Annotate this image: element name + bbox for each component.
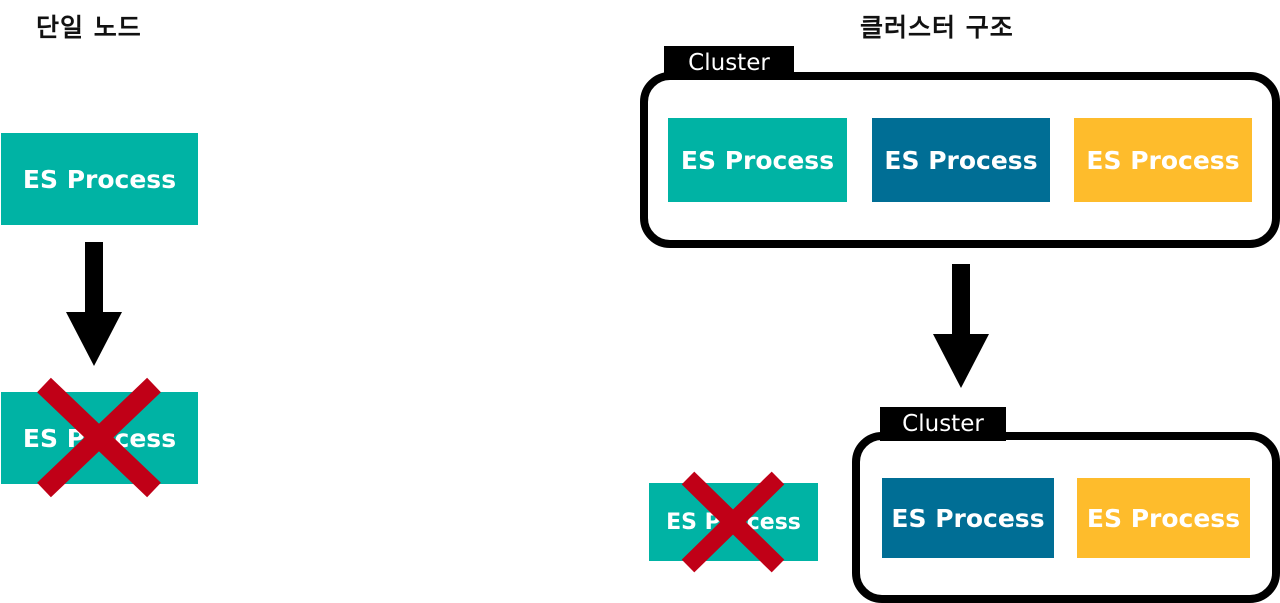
down-arrow [933,264,989,388]
es-process-box: ES Process [1077,478,1250,558]
es-process-box: ES Process [1,133,198,225]
es-process-box: ES Process [882,478,1054,558]
cluster-structure-heading: 클러스터 구조 [860,13,1014,42]
single-node-heading: 단일 노드 [36,13,142,42]
cluster-container [640,72,1280,248]
down-arrow [66,242,122,366]
es-process-box: ES Process [1074,118,1252,202]
cross-icon [37,377,161,498]
cross-icon [681,471,785,573]
es-process-box: ES Process [668,118,847,202]
cluster-container [852,432,1280,603]
es-process-box: ES Process [872,118,1050,202]
